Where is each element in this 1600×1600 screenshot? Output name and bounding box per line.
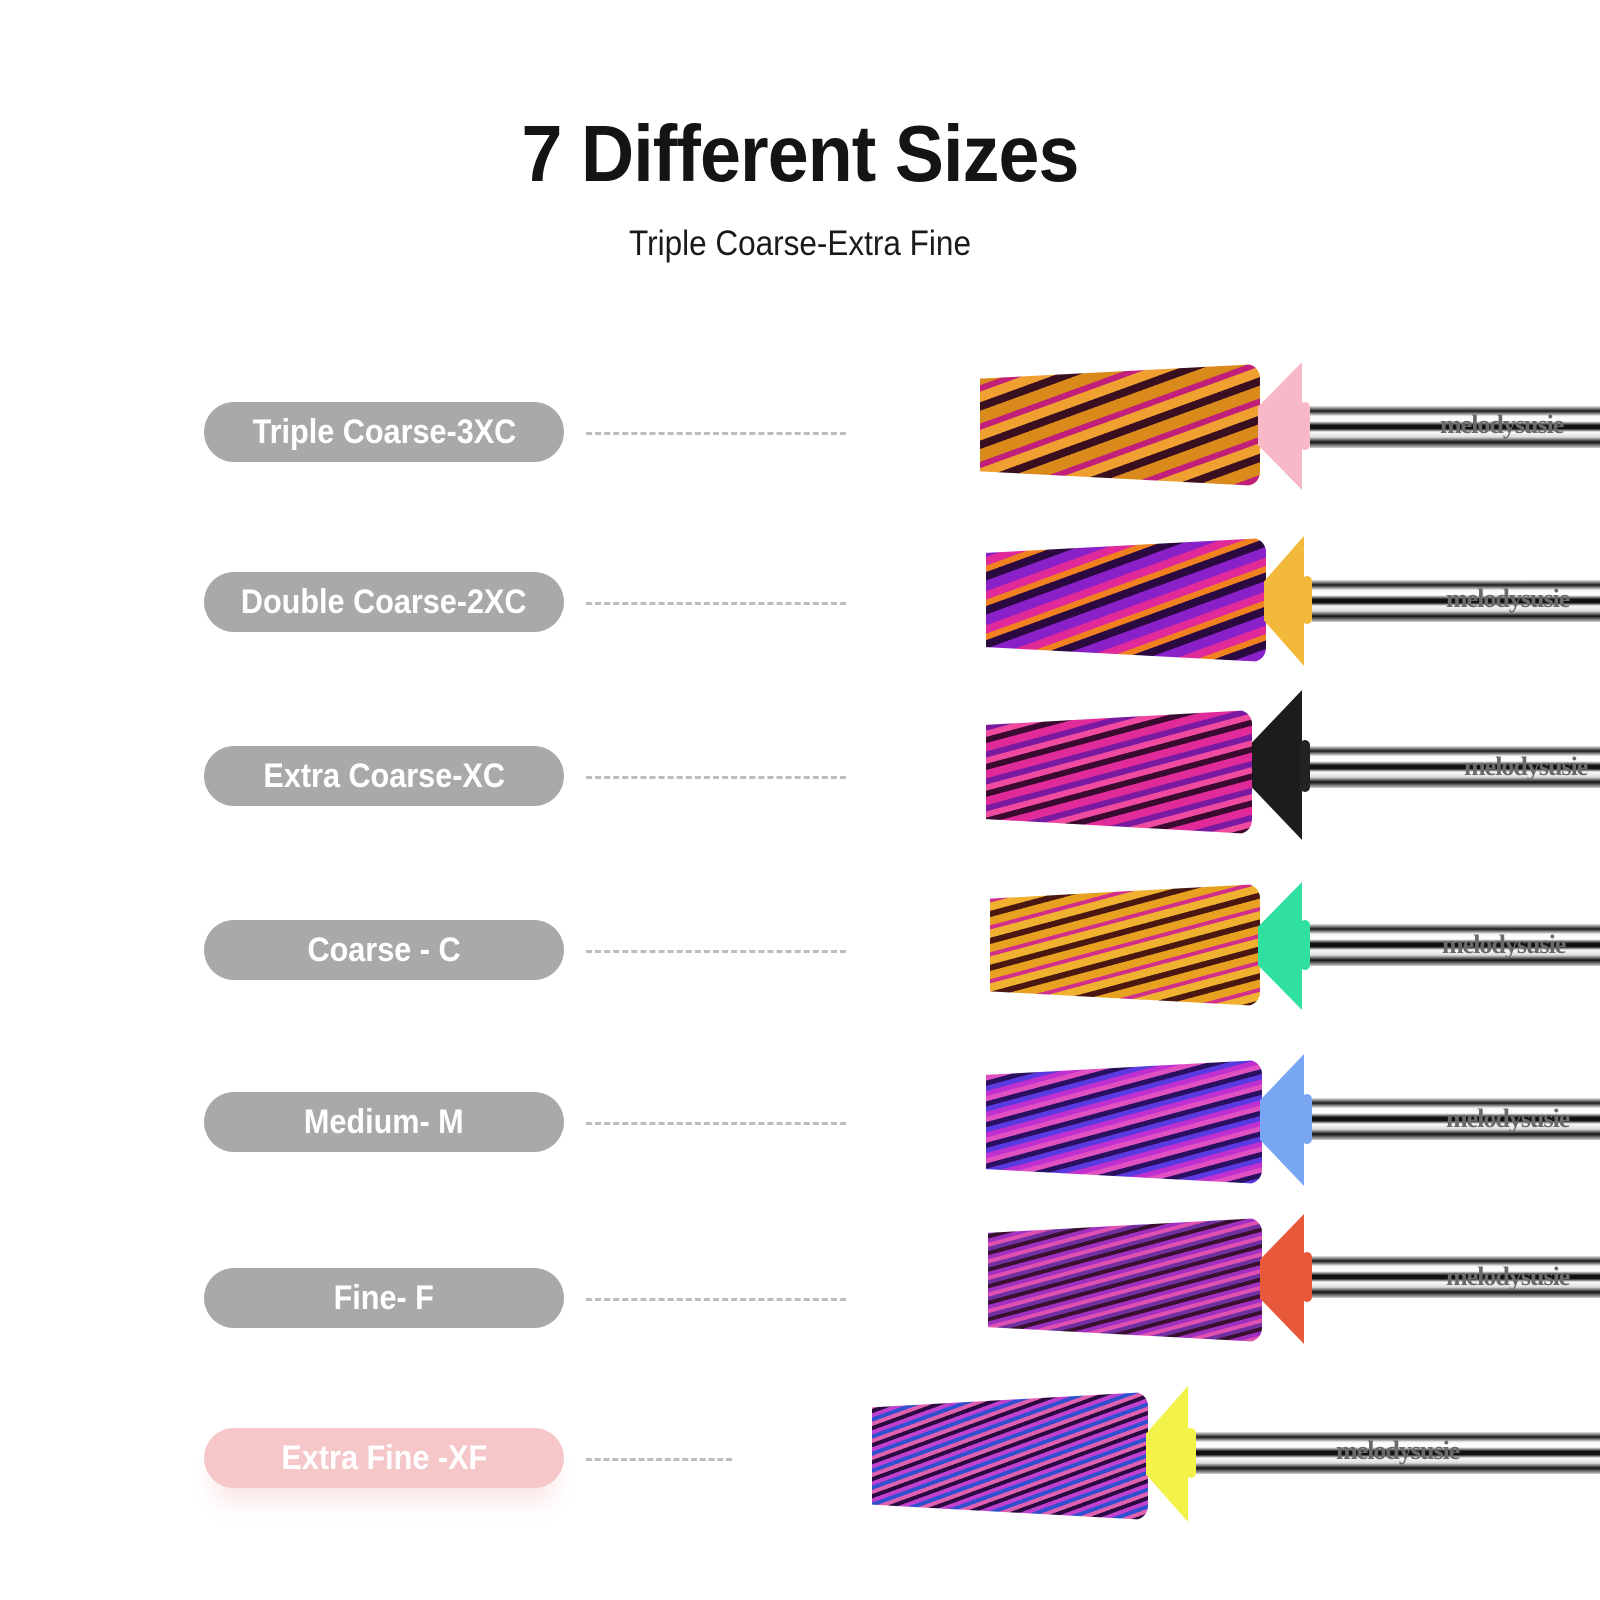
collar-ring	[1300, 740, 1310, 792]
shank	[1312, 1256, 1600, 1298]
grit-label-pill[interactable]: Double Coarse-2XC	[204, 572, 564, 632]
burr-head	[872, 1392, 1148, 1520]
grit-label-pill[interactable]: Coarse - C	[204, 920, 564, 980]
shank	[1312, 580, 1600, 622]
collar-ring	[1302, 1094, 1312, 1144]
collar-pink	[1258, 362, 1302, 490]
grit-label-text: Triple Coarse-3XC	[252, 413, 516, 451]
collar-blue	[1260, 1054, 1304, 1186]
collar-red	[1260, 1214, 1304, 1344]
brand-text: melodysusie	[1442, 930, 1566, 959]
collar-black	[1252, 690, 1302, 840]
shank	[1310, 746, 1600, 788]
dashed-connector	[586, 1122, 846, 1125]
brand-text: melodysusie	[1336, 1436, 1460, 1465]
grit-label-text: Extra Coarse-XC	[263, 757, 505, 795]
shank	[1196, 1432, 1600, 1474]
grit-label-pill[interactable]: Triple Coarse-3XC	[204, 402, 564, 462]
brand-text: melodysusie	[1464, 752, 1588, 781]
collar-ring	[1302, 576, 1312, 624]
dashed-connector	[586, 602, 846, 605]
collar-ring	[1300, 920, 1310, 970]
grit-label-text: Coarse - C	[307, 931, 461, 969]
brand-text: melodysusie	[1446, 1262, 1570, 1291]
grit-label-pill-active[interactable]: Extra Fine -XF	[204, 1428, 564, 1488]
dashed-connector	[586, 950, 846, 953]
burr-head	[980, 364, 1260, 486]
grit-row-xf: Extra Fine -XF melodysusie	[0, 1386, 1600, 1522]
grit-row-c: Coarse - C melodysusie	[0, 882, 1600, 1010]
grit-label-text: Double Coarse-2XC	[241, 583, 527, 621]
shank	[1312, 1098, 1600, 1140]
dashed-connector	[586, 776, 846, 779]
page-title: 7 Different Sizes	[521, 109, 1079, 198]
grit-label-text: Fine- F	[333, 1279, 435, 1317]
brand-text: melodysusie	[1446, 584, 1570, 613]
page-subtitle: Triple Coarse-Extra Fine	[629, 224, 971, 263]
collar-ring	[1300, 402, 1310, 450]
grit-label-pill[interactable]: Fine- F	[204, 1268, 564, 1328]
grit-label-pill[interactable]: Medium- M	[204, 1092, 564, 1152]
grit-row-m: Medium- M melodysusie	[0, 1054, 1600, 1186]
brand-text: melodysusie	[1446, 1104, 1570, 1133]
grit-row-3xc: Triple Coarse-3XC melodysusie	[0, 362, 1600, 492]
brand-text: melodysusie	[1440, 410, 1564, 439]
dashed-connector	[586, 1298, 846, 1301]
burr-head	[986, 710, 1252, 834]
grit-row-xc: Extra Coarse-XC melodysusie	[0, 690, 1600, 840]
collar-ring	[1302, 1252, 1312, 1302]
collar-yellow	[1264, 536, 1304, 666]
grit-label-text: Medium- M	[304, 1103, 464, 1141]
collar-yellow-green	[1146, 1386, 1188, 1522]
shank	[1310, 406, 1600, 448]
burr-head	[986, 1060, 1262, 1184]
dashed-connector	[586, 1458, 732, 1461]
grit-label-text: Extra Fine -XF	[281, 1439, 487, 1477]
burr-head	[990, 884, 1260, 1006]
shank	[1310, 924, 1600, 966]
dashed-connector	[586, 432, 846, 435]
collar-ring	[1186, 1428, 1196, 1478]
burr-head	[986, 538, 1266, 662]
grit-row-2xc: Double Coarse-2XC melodysusie	[0, 536, 1600, 666]
burr-head	[988, 1218, 1262, 1342]
grit-row-f: Fine- F melodysusie	[0, 1214, 1600, 1358]
collar-green	[1258, 882, 1302, 1010]
grit-label-pill[interactable]: Extra Coarse-XC	[204, 746, 564, 806]
